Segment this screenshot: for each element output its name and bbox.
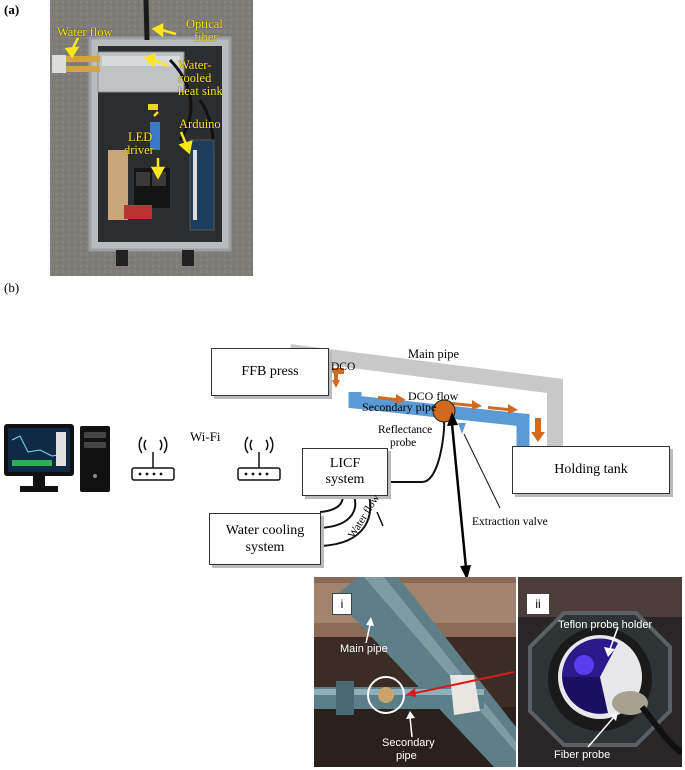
photo-i: i Main pipe Secondary pipe bbox=[314, 577, 516, 767]
water-cooling-label-line1: Water cooling bbox=[225, 523, 305, 538]
main-pipe-label: Main pipe bbox=[408, 347, 460, 361]
enclosure-photo: Water flow Optical fiber Water- cooled h… bbox=[50, 0, 253, 276]
reflectance-probe-label-line1: Reflectance bbox=[378, 424, 433, 436]
photo-ii-teflon-holder-label: Teflon probe holder bbox=[558, 619, 653, 631]
computer-icon bbox=[4, 424, 110, 492]
panel-b-label: (b) bbox=[4, 280, 20, 295]
callout-optical-fiber-line1: Optical bbox=[186, 17, 223, 31]
dco-label: DCO bbox=[331, 361, 356, 373]
ffb-press-box: FFB press bbox=[211, 348, 329, 396]
photo-ii: ii Teflon probe holder Fiber probe bbox=[518, 577, 682, 767]
process-schematic bbox=[4, 344, 563, 580]
photo-i-secondary-pipe-line1: Secondary bbox=[382, 737, 435, 749]
callout-arduino: Arduino bbox=[179, 117, 221, 131]
water-cooling-system-box: Water cooling system bbox=[209, 513, 321, 565]
dco-flow-label: DCO flow bbox=[408, 389, 459, 403]
photo-i-tag: i bbox=[332, 593, 352, 615]
reflectance-probe-label-line2: probe bbox=[390, 437, 417, 449]
holding-tank-box: Holding tank bbox=[512, 446, 670, 494]
wifi-label: Wi-Fi bbox=[190, 429, 221, 444]
secondary-pipe-label: Secondary pipe bbox=[362, 400, 437, 414]
licf-label-line1: LICF bbox=[329, 456, 361, 471]
photo-i-main-pipe-label: Main pipe bbox=[340, 643, 388, 655]
extraction-valve-label: Extraction valve bbox=[472, 516, 548, 528]
photo-i-secondary-pipe-line2: pipe bbox=[396, 750, 417, 762]
licf-label-line2: system bbox=[325, 472, 365, 487]
router-icon-right bbox=[237, 436, 281, 481]
callout-heat-sink-line1: Water- bbox=[178, 58, 212, 72]
callout-led-driver-line2: driver bbox=[124, 143, 154, 157]
callout-heat-sink-line2: cooled bbox=[178, 71, 212, 85]
callout-water-flow: Water flow bbox=[57, 25, 113, 39]
callout-heat-sink-line3: heat sink bbox=[178, 84, 223, 98]
panel-a-label: (a) bbox=[4, 2, 20, 17]
enclosure-photo-drawing bbox=[50, 0, 253, 276]
water-cooling-label-line2: system bbox=[245, 540, 285, 555]
licf-system-box: LICF system bbox=[302, 448, 388, 496]
callout-optical-fiber-line2: fiber bbox=[194, 30, 218, 44]
photo-ii-tag: ii bbox=[526, 593, 550, 615]
router-icon-left bbox=[131, 436, 175, 481]
callout-led-driver-line1: LED bbox=[128, 130, 153, 144]
photo-ii-fiber-probe-label: Fiber probe bbox=[554, 749, 611, 761]
